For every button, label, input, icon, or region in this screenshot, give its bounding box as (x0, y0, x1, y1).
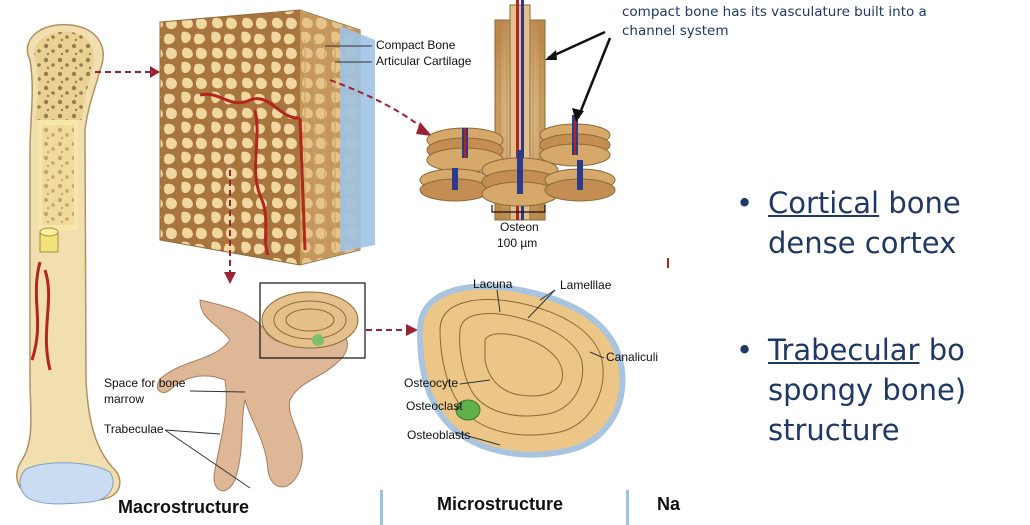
bullet-cortical-rest: bone (879, 186, 961, 220)
caption-macrostructure: Macrostructure (118, 497, 249, 518)
bullet-dot-icon: • (736, 330, 753, 370)
bullet-trabecular-line2: spongy bone) (768, 370, 966, 410)
caption-divider-1 (380, 490, 383, 525)
note-arrow-1 (548, 32, 605, 58)
osteon-cylinders (420, 0, 615, 220)
label-space-for-bone: Space for bone (104, 376, 185, 390)
label-osteoclast: Osteoclast (406, 399, 463, 413)
annotation-note-line2: channel system (622, 22, 1022, 41)
annotation-note: compact bone has its vasculature built i… (622, 3, 1022, 41)
label-osteon: Osteon (500, 220, 539, 234)
bullet-trabecular-term: Trabecular (768, 333, 919, 367)
bullet-cortical-line2: dense cortex (768, 223, 961, 263)
label-trabeculae: Trabeculae (104, 422, 164, 436)
label-articular-cartilage: Articular Cartilage (376, 54, 471, 68)
label-osteoblasts: Osteoblasts (407, 428, 470, 442)
bullet-cortical: • Cortical bone dense cortex (768, 183, 961, 263)
caption-divider-2 (626, 490, 629, 525)
spongy-bone-block (160, 10, 375, 265)
bullet-cortical-term: Cortical (768, 186, 879, 220)
note-arrow-2 (578, 38, 610, 118)
label-marrow: marrow (104, 392, 144, 406)
label-lamellae: Lamelllae (560, 278, 611, 292)
bullet-trabecular-line3: structure (768, 410, 966, 450)
bullet-dot-icon: • (736, 183, 753, 223)
label-osteocyte: Osteocyte (404, 376, 458, 390)
label-lacuna: Lacuna (473, 277, 512, 291)
label-canaliculi: Canaliculi (606, 350, 658, 364)
annotation-note-line1: compact bone has its vasculature built i… (622, 3, 1022, 22)
caption-microstructure: Microstructure (437, 494, 563, 515)
bullet-trabecular-rest: bo (919, 333, 964, 367)
caption-nano-truncated: Na (657, 494, 680, 515)
bullet-trabecular: • Trabecular bo spongy bone) structure (768, 330, 966, 450)
label-compact-bone: Compact Bone (376, 38, 455, 52)
label-osteon-size: 100 µm (497, 236, 537, 250)
